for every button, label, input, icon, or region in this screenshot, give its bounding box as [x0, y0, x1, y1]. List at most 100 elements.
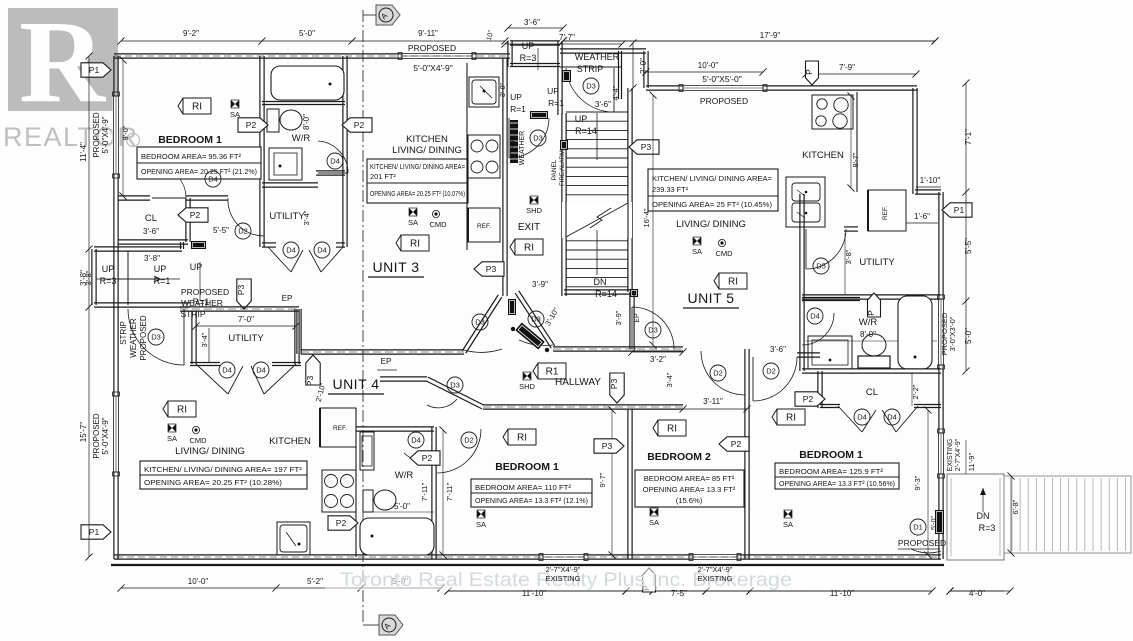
svg-text:SA: SA [783, 520, 793, 529]
svg-text:P3: P3 [602, 441, 613, 451]
svg-text:P: P [804, 69, 814, 75]
svg-text:239.33 FT²: 239.33 FT² [652, 185, 689, 194]
svg-text:3'-6": 3'-6" [524, 18, 540, 27]
svg-text:3'-6": 3'-6" [143, 227, 159, 236]
svg-text:D3: D3 [533, 134, 543, 143]
svg-text:D5: D5 [816, 262, 826, 271]
svg-text:PROPOSED: PROPOSED [92, 112, 101, 158]
svg-text:OPENING AREA= 20.25 FT² (10.07: OPENING AREA= 20.25 FT² (10.07%) [370, 189, 465, 198]
svg-text:5'-5": 5'-5" [213, 226, 229, 235]
svg-text:RI: RI [728, 277, 738, 288]
svg-text:EP: EP [282, 294, 293, 303]
svg-text:5'-0"X5'-0": 5'-0"X5'-0" [702, 74, 742, 84]
svg-text:SHD: SHD [519, 382, 535, 391]
svg-text:11'-9": 11'-9" [967, 452, 976, 471]
svg-text:W/R: W/R [859, 317, 878, 328]
svg-text:PROPOSED: PROPOSED [181, 287, 229, 297]
svg-text:KITCHEN: KITCHEN [406, 134, 448, 145]
svg-text:CMD: CMD [429, 220, 447, 229]
svg-text:5'-0"X4'-9": 5'-0"X4'-9" [413, 63, 453, 73]
svg-text:RI: RI [177, 405, 187, 416]
svg-text:3'-8": 3'-8" [144, 254, 160, 263]
svg-text:BEDROOM AREA= 125.9 FT²: BEDROOM AREA= 125.9 FT² [779, 467, 883, 476]
svg-text:STRIP: STRIP [577, 64, 604, 74]
svg-text:D2: D2 [238, 227, 248, 236]
svg-text:RI: RI [667, 424, 677, 435]
svg-text:D2: D2 [713, 369, 723, 378]
svg-text:WEATHER: WEATHER [519, 131, 526, 165]
svg-text:W/R: W/R [395, 470, 414, 481]
svg-text:D4: D4 [256, 366, 266, 375]
svg-text:BEDROOM AREA= 85 FT²: BEDROOM AREA= 85 FT² [644, 474, 735, 483]
svg-text:5'-0"X4'-9": 5'-0"X4'-9" [101, 116, 110, 153]
svg-text:REF.: REF. [882, 206, 889, 220]
svg-text:PROPOSED: PROPOSED [898, 538, 946, 548]
svg-text:KITCHEN: KITCHEN [802, 150, 844, 161]
svg-text:D2: D2 [464, 436, 474, 445]
svg-text:R=3: R=3 [520, 53, 537, 63]
svg-text:7'-7": 7'-7" [559, 33, 575, 42]
svg-text:2'-7"X4'-9": 2'-7"X4'-9" [698, 565, 733, 574]
svg-text:D4: D4 [208, 175, 218, 184]
svg-text:2'-7"X4'-9": 2'-7"X4'-9" [955, 438, 962, 471]
svg-text:PROPOSED: PROPOSED [940, 312, 949, 355]
svg-text:D4: D4 [317, 246, 327, 255]
svg-text:3'-11": 3'-11" [703, 397, 723, 406]
svg-text:WEATHER: WEATHER [575, 52, 620, 62]
svg-text:15'-7": 15'-7" [79, 422, 88, 443]
svg-text:R=1: R=1 [193, 297, 210, 307]
svg-text:CMD: CMD [715, 249, 733, 258]
svg-text:DN: DN [977, 511, 990, 521]
svg-text:SA: SA [408, 218, 418, 227]
svg-text:D4: D4 [286, 246, 296, 255]
svg-text:RI: RI [786, 413, 796, 424]
svg-text:P2: P2 [731, 439, 742, 449]
svg-text:EXISTING: EXISTING [947, 439, 954, 472]
svg-text:PROPOSED: PROPOSED [139, 315, 148, 361]
svg-text:3'-4": 3'-4" [200, 332, 209, 347]
svg-text:5'-0": 5'-0" [394, 502, 410, 511]
svg-text:DN: DN [594, 277, 607, 287]
svg-text:KITCHEN/ LIVING/ DINING AREA=: KITCHEN/ LIVING/ DINING AREA= 197 FT² [144, 465, 303, 474]
svg-text:PROPOSED: PROPOSED [92, 413, 101, 459]
svg-text:UP: UP [547, 86, 559, 96]
svg-text:1'-10": 1'-10" [920, 176, 941, 185]
svg-text:OPENING AREA= 25 FT² (10.45%): OPENING AREA= 25 FT² (10.45%) [652, 200, 772, 209]
svg-text:4'-0": 4'-0" [969, 589, 985, 598]
svg-text:R=1: R=1 [548, 98, 564, 108]
svg-text:16'-4": 16'-4" [642, 208, 651, 227]
svg-text:7'-5": 7'-5" [671, 589, 687, 598]
svg-text:3'-2": 3'-2" [650, 355, 666, 364]
svg-text:11'-10": 11'-10" [830, 589, 854, 598]
svg-text:D3: D3 [151, 333, 161, 342]
svg-text:EXISTING: EXISTING [697, 574, 732, 583]
svg-text:P3: P3 [236, 285, 246, 296]
svg-text:HALLWAY: HALLWAY [555, 377, 601, 388]
svg-text:STRIP: STRIP [510, 137, 517, 158]
svg-text:BEDROOM AREA= 95.36 FT²: BEDROOM AREA= 95.36 FT² [141, 152, 241, 161]
svg-text:R=1: R=1 [510, 104, 526, 114]
svg-text:D3: D3 [475, 318, 485, 327]
svg-text:UP: UP [190, 262, 203, 272]
svg-text:A: A [382, 621, 393, 632]
svg-text:R1: R1 [546, 367, 559, 378]
svg-text:UP: UP [510, 92, 522, 102]
svg-text:D4: D4 [810, 312, 820, 321]
svg-text:2'-7"X4'-9": 2'-7"X4'-9" [546, 565, 581, 574]
svg-text:P1: P1 [954, 205, 965, 215]
svg-text:9'-7": 9'-7" [598, 472, 607, 487]
svg-text:SA: SA [692, 247, 702, 256]
svg-text:3'-0": 3'-0" [500, 83, 507, 97]
svg-text:EP: EP [634, 313, 641, 323]
svg-text:3'-6": 3'-6" [595, 100, 611, 109]
svg-text:UP: UP [522, 41, 535, 51]
svg-text:8'-0": 8'-0" [860, 330, 876, 339]
svg-text:UNIT 3: UNIT 3 [372, 259, 419, 275]
svg-text:CMD: CMD [189, 436, 207, 445]
svg-text:R=14: R=14 [575, 126, 597, 136]
svg-text:EP: EP [381, 357, 392, 366]
svg-text:KITCHEN/ LIVING/ DINING AREA=: KITCHEN/ LIVING/ DINING AREA= [652, 174, 772, 183]
svg-text:UTILITY: UTILITY [859, 257, 895, 268]
svg-text:D4: D4 [857, 413, 867, 422]
svg-text:BEDROOM AREA= 110 FT²: BEDROOM AREA= 110 FT² [475, 483, 571, 492]
